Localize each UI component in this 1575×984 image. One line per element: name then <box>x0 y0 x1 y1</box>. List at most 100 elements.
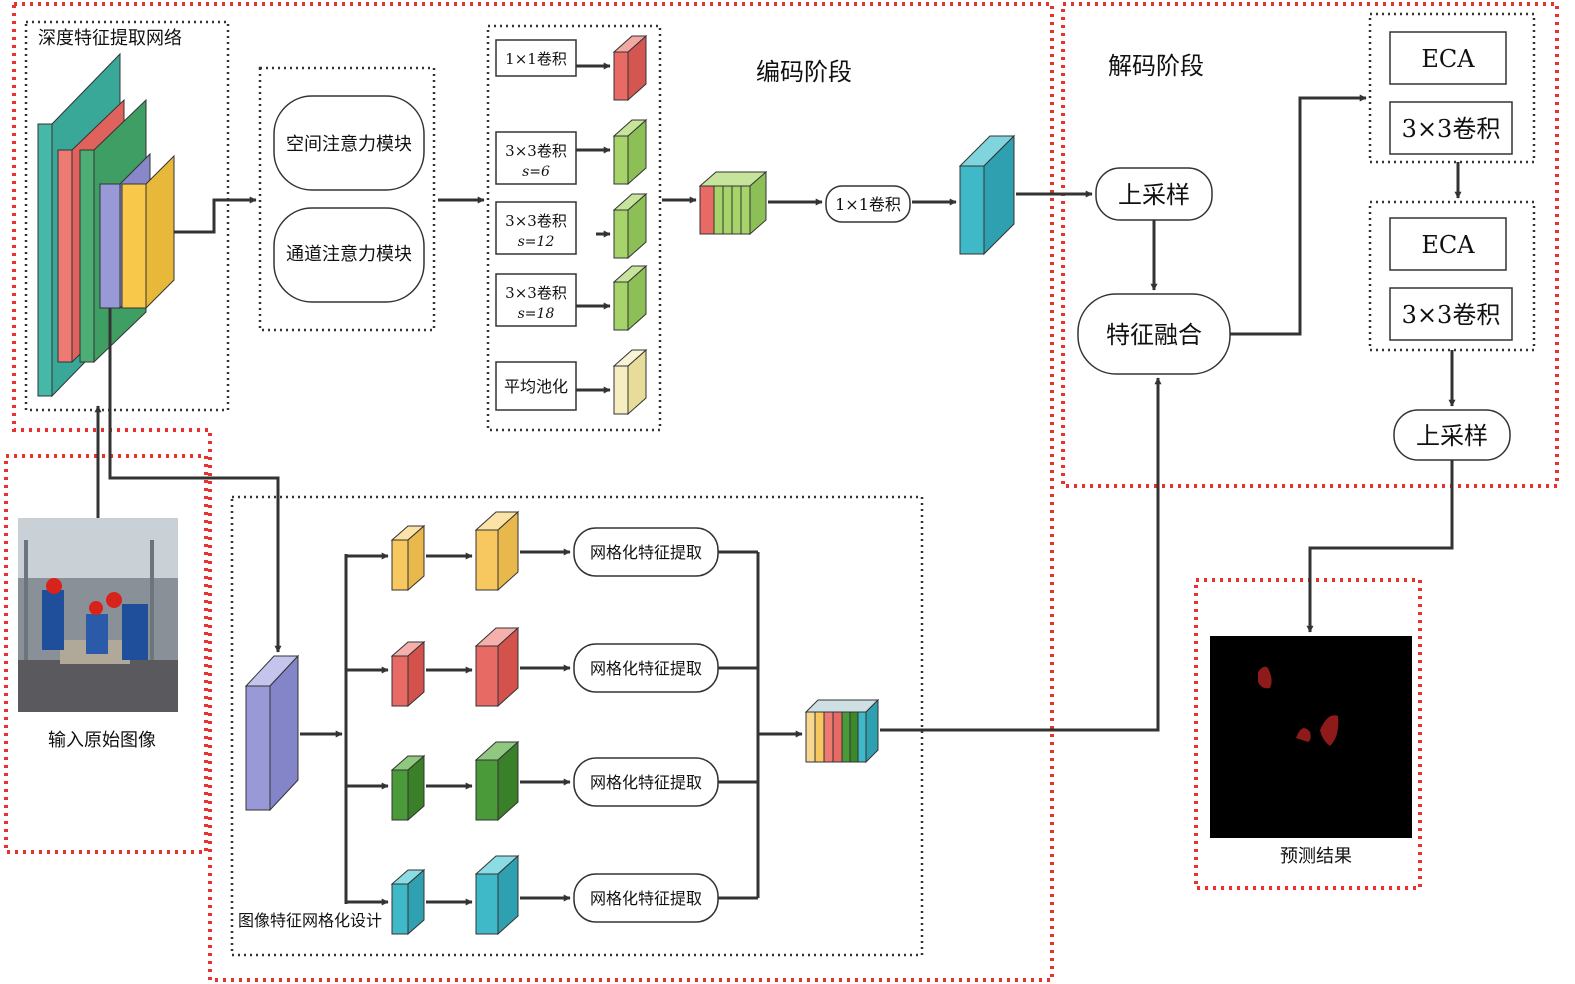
feature-layer-salmon <box>57 149 73 363</box>
input-photo-worker-3 <box>122 604 148 660</box>
encoder-concat-g2 <box>722 185 733 235</box>
conv3x3-d2-label: 3×3卷积 <box>1402 301 1501 329</box>
input-photo <box>18 518 178 712</box>
input-photo-worker-1 <box>42 590 64 650</box>
conv3x3-d1-box <box>1389 101 1513 155</box>
conv3x3-s6-label: 3×3卷积 <box>505 142 567 160</box>
grid-branch-blocks <box>390 510 520 936</box>
feature-layer-lavender <box>99 183 121 309</box>
prediction-mask-2 <box>1296 728 1311 742</box>
encoder-concat-g3 <box>731 185 742 235</box>
arrow-deep-to-attention <box>174 196 257 234</box>
grid-concat-r2 <box>832 711 843 763</box>
group-attention <box>258 66 436 332</box>
prediction-label: 预测结果 <box>1280 846 1352 867</box>
input-photo-beam-1 <box>24 540 28 660</box>
grid-concat-r1 <box>823 711 834 763</box>
grid-r4-small <box>391 883 409 935</box>
grid-r3-large <box>475 759 499 821</box>
prediction-background <box>1210 636 1412 838</box>
input-photo-floor <box>18 660 178 712</box>
branch-block-pool <box>613 365 629 415</box>
grid-extract-3-label: 网格化特征提取 <box>590 773 702 792</box>
grid-input-block <box>244 654 300 812</box>
input-photo-helmet-2 <box>89 601 103 615</box>
conv3x3-d2-box <box>1389 287 1513 341</box>
decode-stage-label: 解码阶段 <box>1108 52 1204 80</box>
grid-concat-y2 <box>814 711 825 763</box>
rate-s6-label: s=6 <box>522 164 550 180</box>
channel-attention-box <box>273 207 425 303</box>
upsample-1-label: 上采样 <box>1118 181 1190 209</box>
grid-design-label: 图像特征网格化设计 <box>238 911 382 930</box>
upsample-2-label: 上采样 <box>1416 422 1488 450</box>
region-input <box>4 454 208 854</box>
branch-block-1x1 <box>613 51 629 101</box>
conv1x1-mid-label: 1×1卷积 <box>835 195 901 214</box>
arrow-deep-to-grid <box>108 308 282 653</box>
feature-layer-teal <box>37 123 53 397</box>
arrow-fusion-to-eca <box>1230 94 1367 336</box>
deep-feature-stack <box>37 52 175 398</box>
grid-extract-1-label: 网格化特征提取 <box>590 543 702 562</box>
group-aspp <box>486 24 662 432</box>
grid-r1-large <box>475 529 499 591</box>
grid-r2-small <box>391 655 409 707</box>
conv1x1-top-box <box>495 39 577 77</box>
grid-extract-2-label: 网格化特征提取 <box>590 659 702 678</box>
conv1x1-mid-box <box>825 185 911 223</box>
branch-block-s6 <box>613 135 629 185</box>
grid-r1-small <box>391 539 409 591</box>
conv3x3-s12-label: 3×3卷积 <box>505 212 567 230</box>
grid-extract-4-label: 网格化特征提取 <box>590 889 702 908</box>
conv3x3-s18-label: 3×3卷积 <box>505 284 567 302</box>
eca-1-box <box>1389 31 1507 85</box>
region-encoder <box>12 2 1054 982</box>
spatial-attention-box <box>273 95 425 191</box>
avg-pool-label: 平均池化 <box>504 377 568 396</box>
encoder-output-front <box>959 165 985 255</box>
feature-layer-green <box>79 149 95 363</box>
conv1x1-top-label: 1×1卷积 <box>505 50 567 68</box>
conv3x3-s18-box <box>495 273 577 327</box>
black-dotted-groups <box>24 12 1536 957</box>
attention-modules: 空间注意力模块 通道注意力模块 <box>273 95 425 303</box>
grid-concat-y1 <box>805 711 816 763</box>
eca-2-box <box>1389 217 1507 271</box>
rate-s12-label: s=12 <box>518 234 555 250</box>
grid-r2-large <box>475 645 499 707</box>
encode-stage-label: 编码阶段 <box>756 58 852 86</box>
arrow-upsample-to-prediction <box>1306 460 1454 633</box>
deep-feature-label: 深度特征提取网络 <box>38 28 182 49</box>
grid-concat-g2 <box>849 711 859 763</box>
rate-s18-label: s=18 <box>518 306 555 322</box>
feature-fusion-label: 特征融合 <box>1106 321 1202 349</box>
encoder-concat-g4 <box>740 185 751 235</box>
branch-block-s18 <box>613 281 629 331</box>
connectors <box>94 62 1462 906</box>
encoder-output-block <box>958 134 1016 256</box>
input-photo-worker-2 <box>86 614 108 654</box>
avg-pool-box <box>495 361 577 411</box>
conv3x3-d1-label: 3×3卷积 <box>1402 115 1501 143</box>
grid-concat-g1 <box>841 711 851 763</box>
eca-2-label: ECA <box>1421 231 1475 259</box>
grid-concat-block <box>804 698 880 764</box>
grid-concat-c1 <box>857 711 867 763</box>
encoder-concat-g1 <box>713 185 724 235</box>
group-grid <box>230 495 924 957</box>
grid-r4-large <box>475 873 499 935</box>
grid-input-front <box>245 685 271 811</box>
input-photo-helmet-1 <box>46 578 62 594</box>
input-photo-helmet-3 <box>106 592 122 608</box>
red-dotted-regions <box>4 2 1559 982</box>
prediction-mask-3 <box>1320 715 1339 746</box>
conv3x3-s6-box <box>495 131 577 185</box>
input-image-label: 输入原始图像 <box>48 730 156 751</box>
arrow-gridconcat-to-fusion <box>880 377 1162 732</box>
branch-block-s12 <box>613 209 629 259</box>
grid-r3-small <box>391 769 409 821</box>
group-deep-features <box>24 20 230 412</box>
encoder-concat-block <box>698 170 768 236</box>
grid-extract-boxes: 网格化特征提取 网格化特征提取 网格化特征提取 网格化特征提取 <box>573 527 719 923</box>
